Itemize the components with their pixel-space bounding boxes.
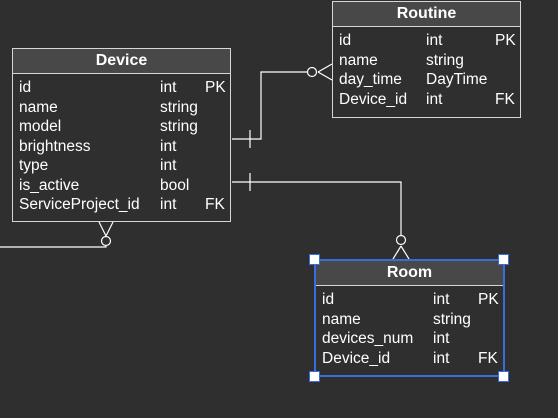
field-type: int [433,349,450,367]
field-type: DayTime [426,71,488,88]
field-name: model [19,118,62,135]
entity-field-row[interactable]: name string [316,310,503,330]
edge-device-routine-crow-bottom [317,71,333,81]
edge-device-routine-zero-circle [306,66,318,78]
entity-field-row[interactable]: name string [333,51,520,71]
field-type: int [160,79,177,96]
field-type: int [426,90,443,108]
field-name: ServiceProject_id [19,196,140,213]
edge-device-room-crow-right [400,245,410,260]
field-type: int [160,157,177,174]
field-key: PK [205,79,226,96]
entity-field-row[interactable]: type int [13,156,230,176]
field-name: id [339,32,352,49]
entity-field-row[interactable]: devices_num int [316,329,503,349]
field-name: Device_id [322,349,391,367]
field-key: FK [495,90,515,108]
field-key: FK [478,349,498,367]
field-name: brightness [19,137,91,155]
edge-device-room[interactable] [232,173,410,260]
field-type: string [160,98,198,116]
field-name: Device_id [339,90,408,108]
resize-handle-bottom-right[interactable] [498,371,509,382]
entity-device-rows: id int PK name string model string brightnes… [13,74,230,215]
field-type: int [433,330,450,347]
edge-device-routine-path [232,71,313,140]
edge-device-offscreen-crow-left [98,221,107,237]
entity-field-row[interactable]: name string [13,98,230,118]
entity-room-title: Room [316,261,503,286]
entity-routine-rows: id int PK name string day_time DayTime Devic… [333,27,520,109]
entity-field-row[interactable]: brightness int [13,137,230,157]
field-name: day_time [339,71,402,88]
resize-handle-top-right[interactable] [498,254,509,265]
entity-field-row[interactable]: is_active bool [13,176,230,196]
entity-field-row[interactable]: model string [13,117,230,137]
field-type: string [426,51,464,69]
entity-field-row[interactable]: id int PK [13,78,230,98]
field-name: name [322,310,361,328]
field-name: is_active [19,176,80,194]
field-name: name [339,51,378,69]
edge-device-offscreen-path [0,237,107,248]
edge-device-offscreen-zero-circle [100,235,112,247]
edge-device-room-path [232,181,402,236]
field-type: int [433,291,450,308]
edge-device-offscreen[interactable] [0,221,114,248]
entity-field-row[interactable]: ServiceProject_id int FK [13,195,230,215]
field-type: string [433,310,471,328]
field-type: int [426,32,443,49]
field-type: int [160,137,177,155]
field-name: id [322,291,335,308]
edge-device-offscreen-crow-right [105,221,114,237]
resize-handle-bottom-left[interactable] [309,371,320,382]
field-name: id [19,79,32,96]
resize-handle-top-left[interactable] [309,254,320,265]
field-key: FK [205,196,225,213]
field-key: PK [495,32,516,49]
edge-device-routine[interactable] [232,63,333,148]
entity-field-row[interactable]: day_time DayTime [333,70,520,90]
entity-routine[interactable]: Routine id int PK name string day_time DayTi… [332,1,521,118]
entity-field-row[interactable]: id int PK [316,290,503,310]
field-name: name [19,98,58,116]
field-type: string [160,118,198,135]
edge-device-room-zero-circle [395,234,407,246]
entity-device-title: Device [13,49,230,74]
entity-field-row[interactable]: id int PK [333,31,520,51]
field-name: type [19,157,49,174]
field-type: bool [160,176,190,194]
entity-routine-title: Routine [333,2,520,27]
edge-device-routine-crow-top [317,63,333,73]
field-key: PK [478,291,499,308]
field-type: int [160,196,177,213]
field-name: devices_num [322,330,414,347]
entity-field-row[interactable]: Device_id int FK [316,349,503,369]
entity-field-row[interactable]: Device_id int FK [333,90,520,110]
entity-device[interactable]: Device id int PK name string model string br… [12,48,231,222]
edge-device-room-crow-left [392,245,402,260]
